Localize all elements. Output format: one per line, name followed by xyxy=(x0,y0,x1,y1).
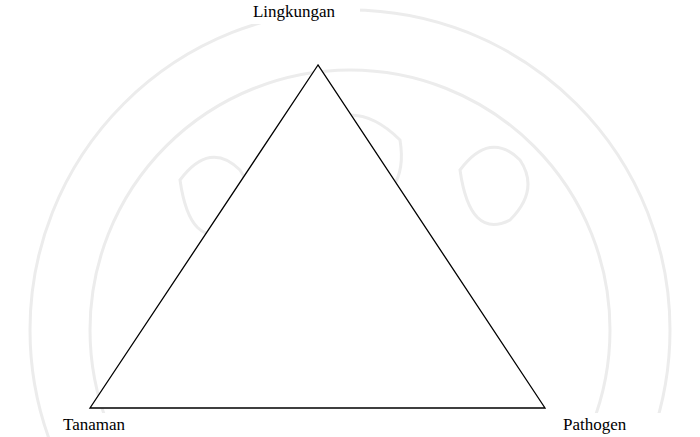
vertex-label-right: Pathogen xyxy=(563,415,626,434)
label-ground: Tanaman xyxy=(55,413,245,437)
watermark-emblem xyxy=(30,10,670,437)
vertex-label-left: Tanaman xyxy=(63,415,125,434)
label-ground: Lingkungan xyxy=(228,0,360,24)
triangle-outline xyxy=(90,65,545,408)
vertex-label-top: Lingkungan xyxy=(253,2,335,21)
label-ground: Pathogen xyxy=(555,413,690,437)
